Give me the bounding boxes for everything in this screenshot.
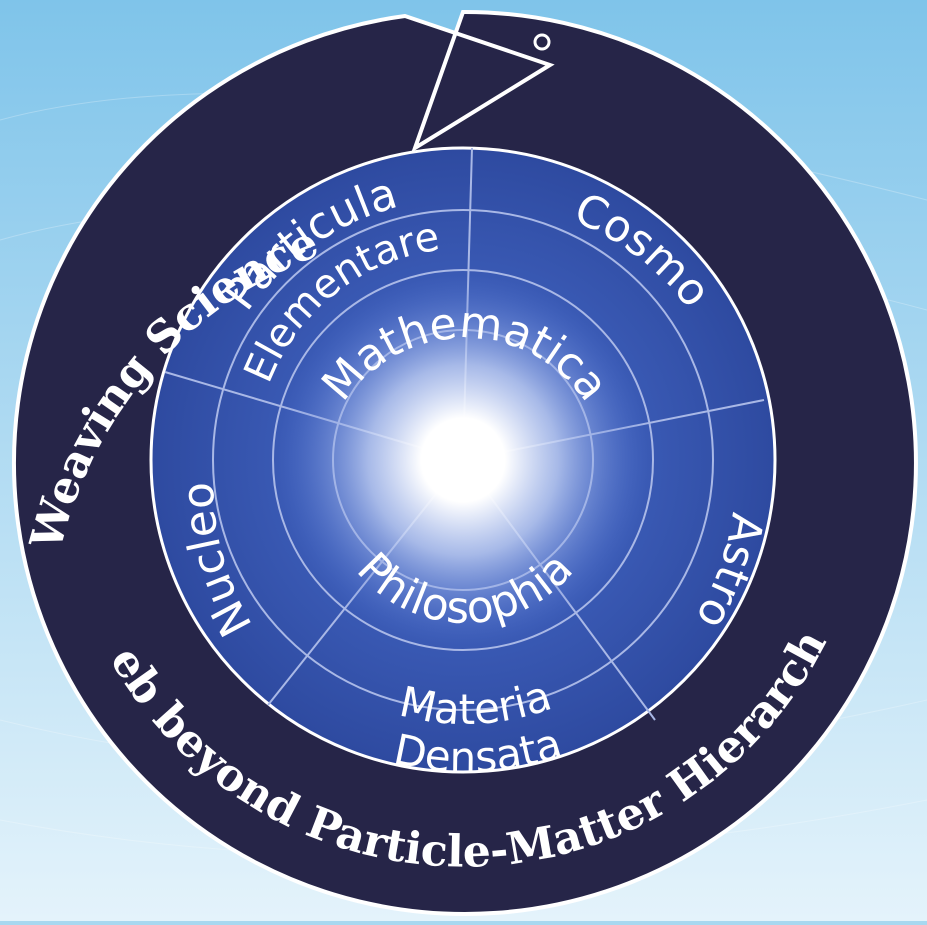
diagram-stage: Weaving Science Web beyond Particle-Matt… xyxy=(0,0,927,921)
science-web-diagram: Weaving Science Web beyond Particle-Matt… xyxy=(0,0,927,921)
